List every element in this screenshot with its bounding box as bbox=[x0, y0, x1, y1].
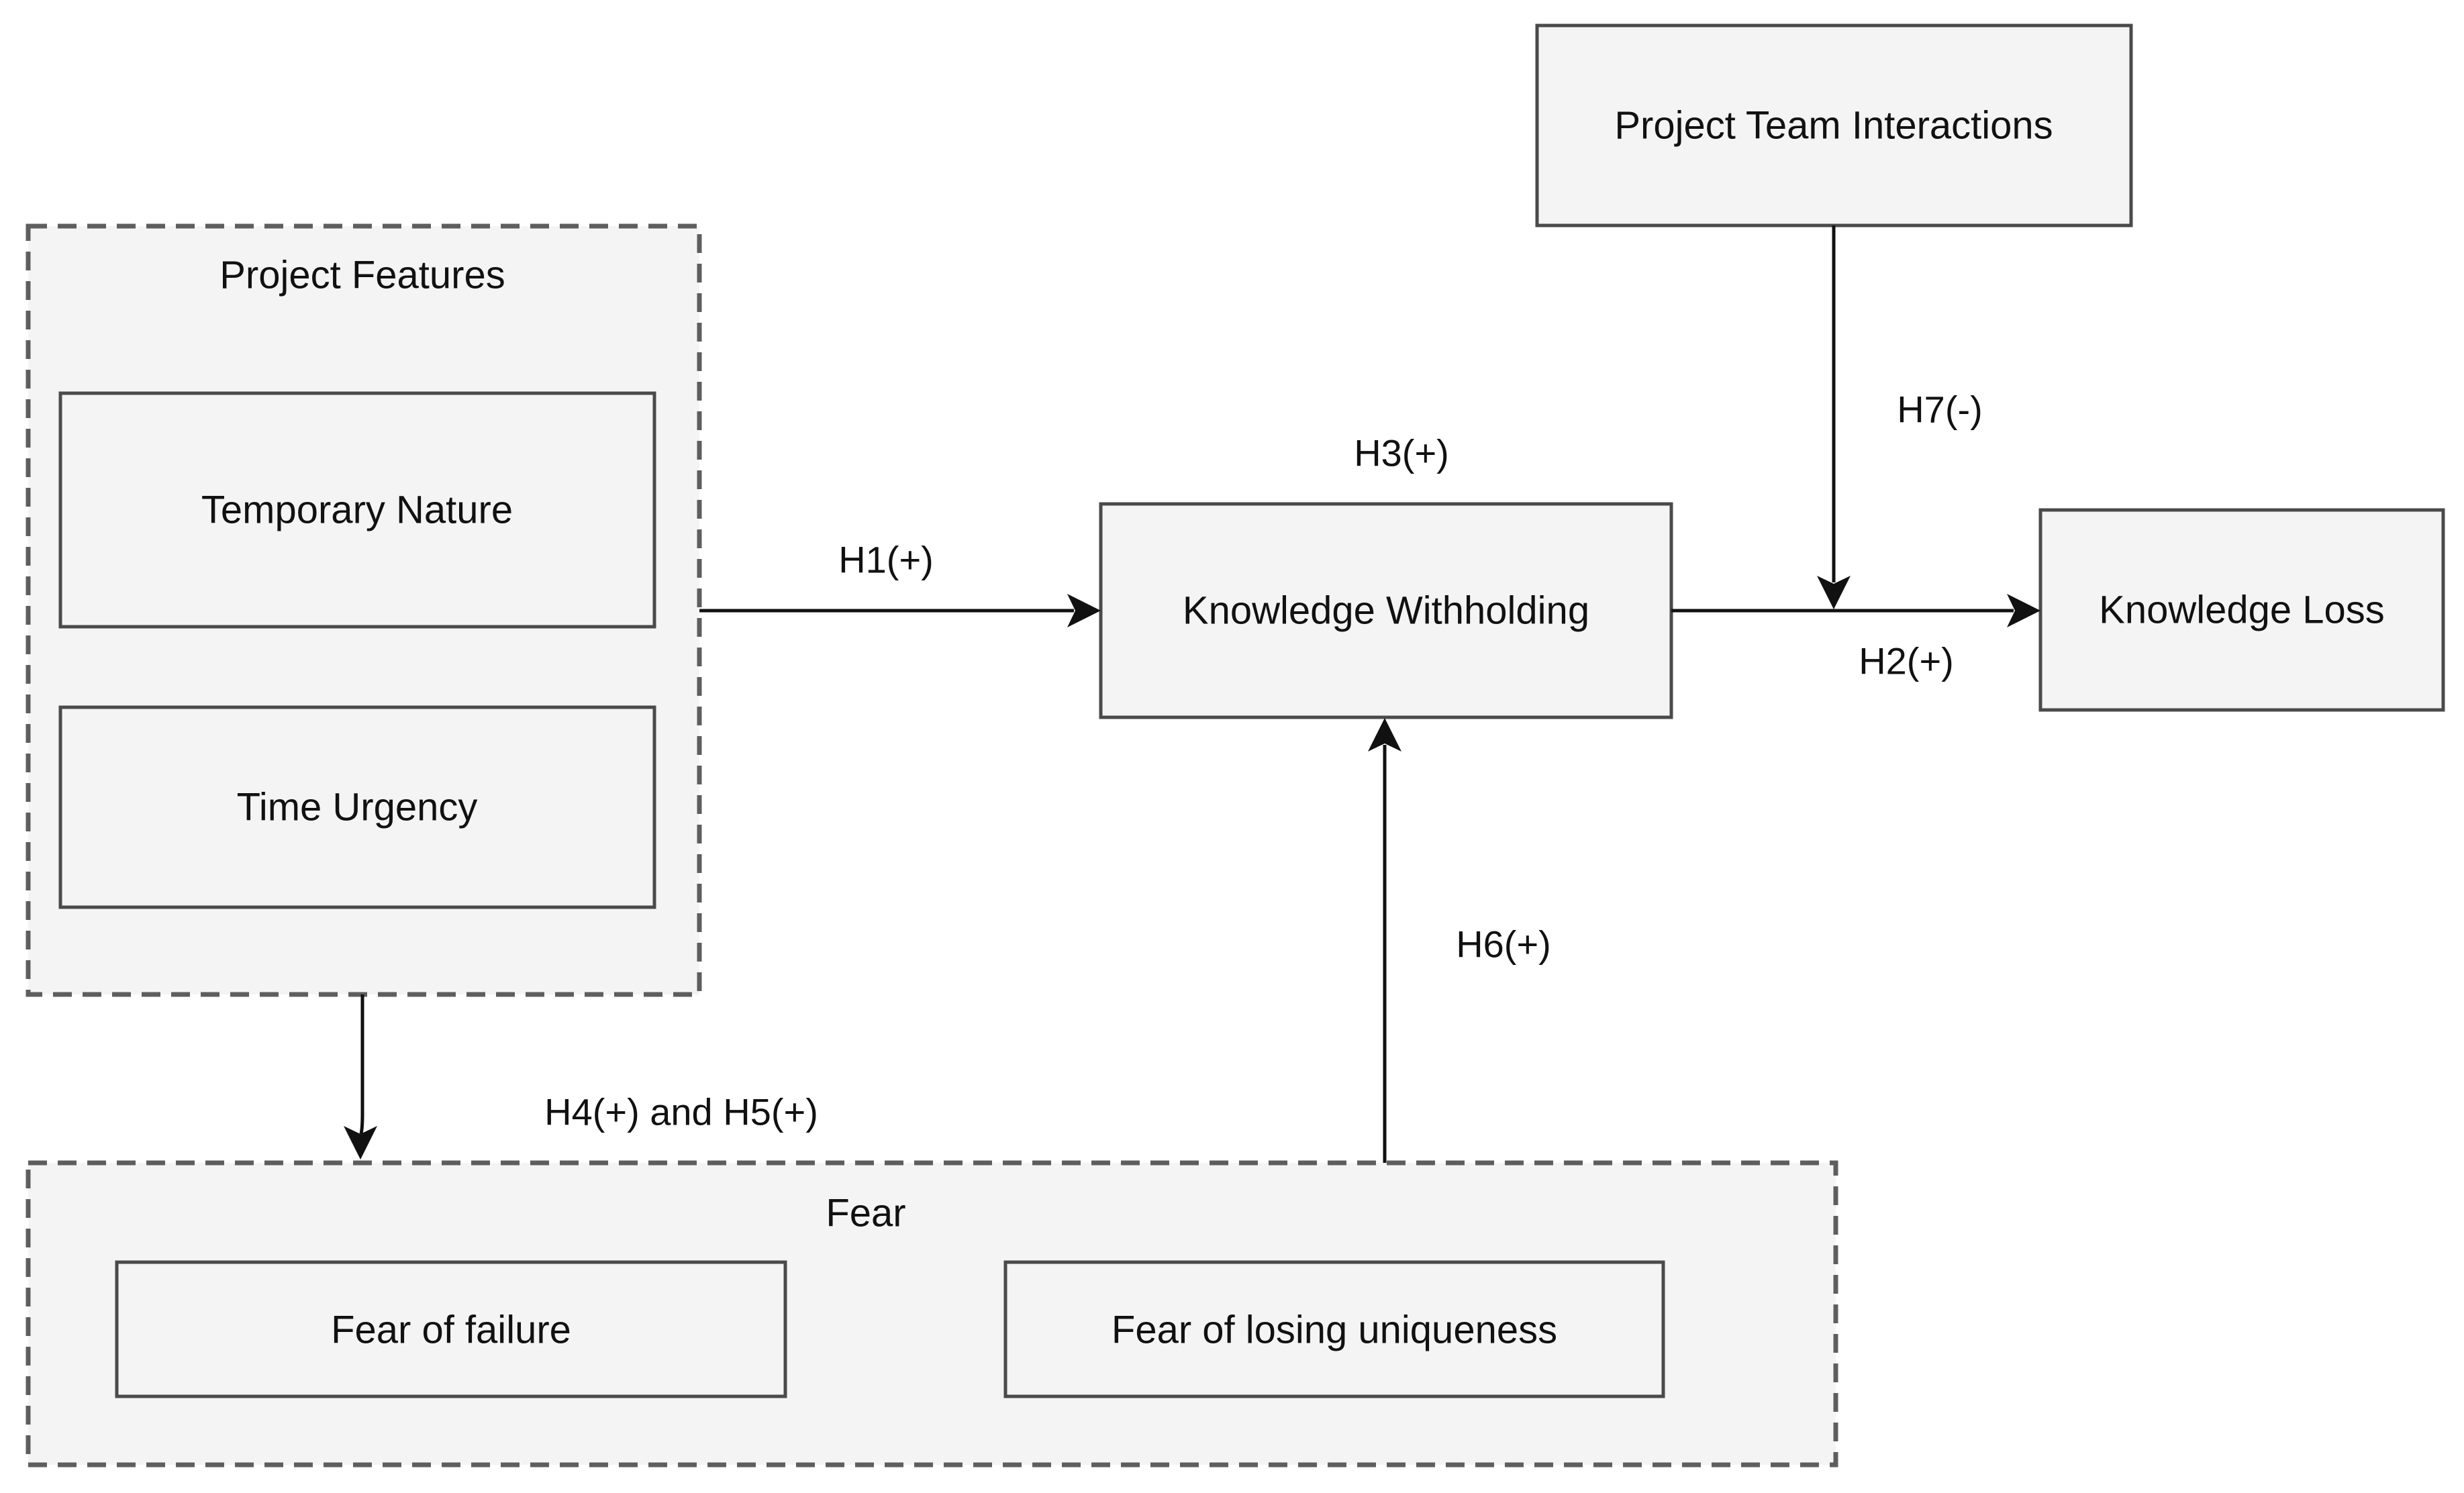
project-team-interactions-node: Project Team Interactions bbox=[1535, 23, 2133, 227]
edge-h4-h5-line bbox=[359, 994, 364, 1135]
edge-h4-h5: H4(+) and H5(+) bbox=[344, 994, 818, 1160]
temporary-nature-node: Temporary Nature bbox=[58, 391, 656, 629]
fear-of-failure-node: Fear of failure bbox=[115, 1260, 787, 1398]
edge-h7-arrowhead bbox=[1817, 576, 1851, 609]
edge-h6-label: H6(+) bbox=[1456, 923, 1551, 966]
edge-h4-h5-arrowhead bbox=[344, 1126, 377, 1160]
edge-h7-label: H7(-) bbox=[1897, 389, 1983, 431]
knowledge-loss-box bbox=[2038, 508, 2445, 712]
temporary-nature-label: Temporary Nature bbox=[201, 488, 513, 532]
temporary-nature-box bbox=[58, 391, 656, 629]
edge-h2-label: H2(+) bbox=[1859, 640, 1954, 682]
fear-group: Fear Fear of failure Fear of losing uniq… bbox=[26, 1160, 1838, 1468]
knowledge-loss-node: Knowledge Loss bbox=[2038, 508, 2445, 712]
edge-h1-arrowhead bbox=[1067, 594, 1101, 627]
edge-h4-h5-label: H4(+) and H5(+) bbox=[544, 1091, 818, 1133]
edge-h1: H1(+) bbox=[699, 539, 1101, 627]
edge-h3-label: H3(+) bbox=[1354, 432, 1449, 474]
edge-h6: H6(+) bbox=[1368, 718, 1551, 1163]
project-features-title: Project Features bbox=[219, 254, 505, 297]
project-team-interactions-label: Project Team Interactions bbox=[1614, 104, 2053, 148]
edge-h1-label: H1(+) bbox=[838, 539, 934, 581]
project-features-group: Project Features Temporary Nature Time U… bbox=[26, 223, 702, 997]
time-urgency-node: Time Urgency bbox=[58, 705, 656, 909]
fear-of-failure-label: Fear of failure bbox=[331, 1308, 571, 1352]
time-urgency-box bbox=[58, 705, 656, 909]
edge-h2: H2(+) bbox=[1671, 594, 2040, 682]
time-urgency-label: Time Urgency bbox=[237, 786, 478, 829]
edge-h2-arrowhead bbox=[2007, 594, 2040, 627]
knowledge-withholding-label: Knowledge Withholding bbox=[1183, 589, 1589, 633]
knowledge-withholding-node: Knowledge Withholding bbox=[1099, 502, 1673, 719]
fear-of-losing-uniqueness-node: Fear of losing uniqueness bbox=[1003, 1260, 1665, 1398]
fear-of-failure-box bbox=[115, 1260, 787, 1398]
fear-title: Fear bbox=[826, 1192, 905, 1235]
edge-h7: H7(-) bbox=[1817, 225, 1983, 609]
knowledge-loss-label: Knowledge Loss bbox=[2099, 588, 2385, 632]
project-team-interactions-box bbox=[1535, 23, 2133, 227]
fear-of-losing-uniqueness-label: Fear of losing uniqueness bbox=[1112, 1308, 1557, 1352]
edge-h6-arrowhead bbox=[1368, 718, 1401, 752]
fear-of-losing-uniqueness-box bbox=[1003, 1260, 1665, 1398]
